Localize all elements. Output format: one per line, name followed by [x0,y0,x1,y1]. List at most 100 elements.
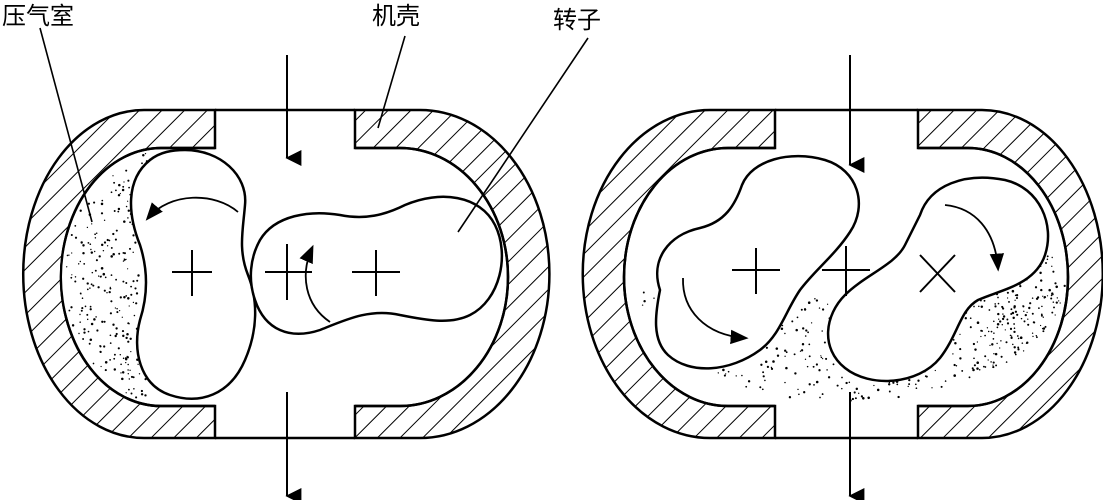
stipple-dot [115,278,117,281]
stipple-dot [110,300,113,303]
stipple-dot [113,181,116,184]
stipple-dot [741,374,743,377]
stipple-dot [1031,332,1034,334]
stipple-dot [1017,337,1020,340]
stipple-dot [68,309,71,312]
stipple-dot [123,258,125,260]
stipple-dot [125,336,128,340]
stipple-dot [993,320,995,323]
label-rotor: 转子 [553,6,601,34]
stipple-dot [86,318,89,321]
stipple-dot [1022,305,1025,308]
stipple-dot [987,330,990,333]
stipple-dot [803,391,806,394]
stipple-dot [1014,310,1018,313]
stipple-dot [115,189,117,192]
stipple-dot [997,302,1000,305]
stipple-dot [129,221,132,224]
stipple-dot [997,312,1000,316]
stipple-dot [138,373,141,375]
stipple-dot [954,342,957,345]
stipple-dot [964,317,967,320]
stipple-dot [79,313,81,316]
stipple-dot [127,297,130,300]
stipple-dot [976,341,979,343]
stipple-dot [762,371,765,374]
stipple-dot [130,350,132,353]
stipple-dot [82,244,85,247]
stipple-dot [1055,285,1058,289]
stipple-dot [971,367,974,370]
stipple-dot [836,384,839,387]
stipple-dot [1031,297,1034,299]
stipple-dot [722,368,725,372]
stipple-dot [818,307,821,309]
stipple-dot [1043,327,1046,329]
stipple-dot [83,328,86,331]
stipple-dot [109,359,111,361]
stipple-dot [794,372,797,375]
stipple-dot [841,387,843,390]
stipple-dot [815,380,819,384]
stipple-dot [1013,330,1016,334]
pressure-chamber-leader [39,27,93,223]
stipple-dot [800,308,803,311]
stipple-dot [761,388,764,391]
stipple-dot [1040,314,1043,317]
stipple-dot [127,268,129,270]
stipple-dot [984,355,987,358]
stipple-dot [982,365,985,368]
stipple-dot [123,252,126,255]
stipple-dot [1016,313,1019,316]
stipple-dot [1046,255,1049,258]
stipple-dot [952,338,955,341]
stipple-dot [717,372,719,374]
stipple-dot [118,183,121,187]
stipple-dot [876,388,880,392]
stipple-dot [1000,355,1003,358]
stipple-dot [96,329,99,332]
stipple-dot [764,379,766,382]
stipple-dot [87,242,90,244]
stipple-dot [86,288,89,291]
stipple-dot [109,334,112,337]
stipple-dot [81,307,84,310]
stipple-dot [126,355,128,357]
stipple-dot [762,375,765,378]
stipple-dot [996,342,998,345]
left-rotor-1 [129,148,257,400]
stipple-dot [134,241,137,244]
stipple-dot [821,393,824,396]
stipple-dot [114,334,117,338]
stipple-dot [117,193,121,197]
stipple-dot [125,205,128,208]
stipple-dot [934,369,936,372]
stipple-dot [784,332,786,335]
stipple-dot [115,327,118,330]
stipple-dot [727,370,730,373]
stipple-dot [867,396,870,400]
stipple-dot [1054,314,1056,316]
stipple-dot [127,209,131,212]
stipple-dot [914,383,917,386]
stipple-dot [134,287,137,290]
stipple-dot [1005,341,1008,344]
stipple-dot [1021,342,1024,344]
stipple-dot [959,348,962,351]
stipple-dot [118,252,121,255]
stipple-dot [89,243,92,246]
stipple-dot [1032,321,1035,324]
stipple-dot [124,358,128,361]
casing-leader [377,35,406,129]
stipple-dot [980,305,984,309]
stipple-dot [797,388,799,391]
stipple-dot [1015,294,1019,297]
left-diagram [21,55,551,500]
right-bore [622,146,1070,408]
stipple-dot [813,384,815,386]
stipple-dot [1002,313,1004,315]
stipple-dot [990,361,992,363]
stipple-dot [106,245,109,247]
stipple-dot [944,380,947,382]
stipple-dot [1019,284,1022,288]
